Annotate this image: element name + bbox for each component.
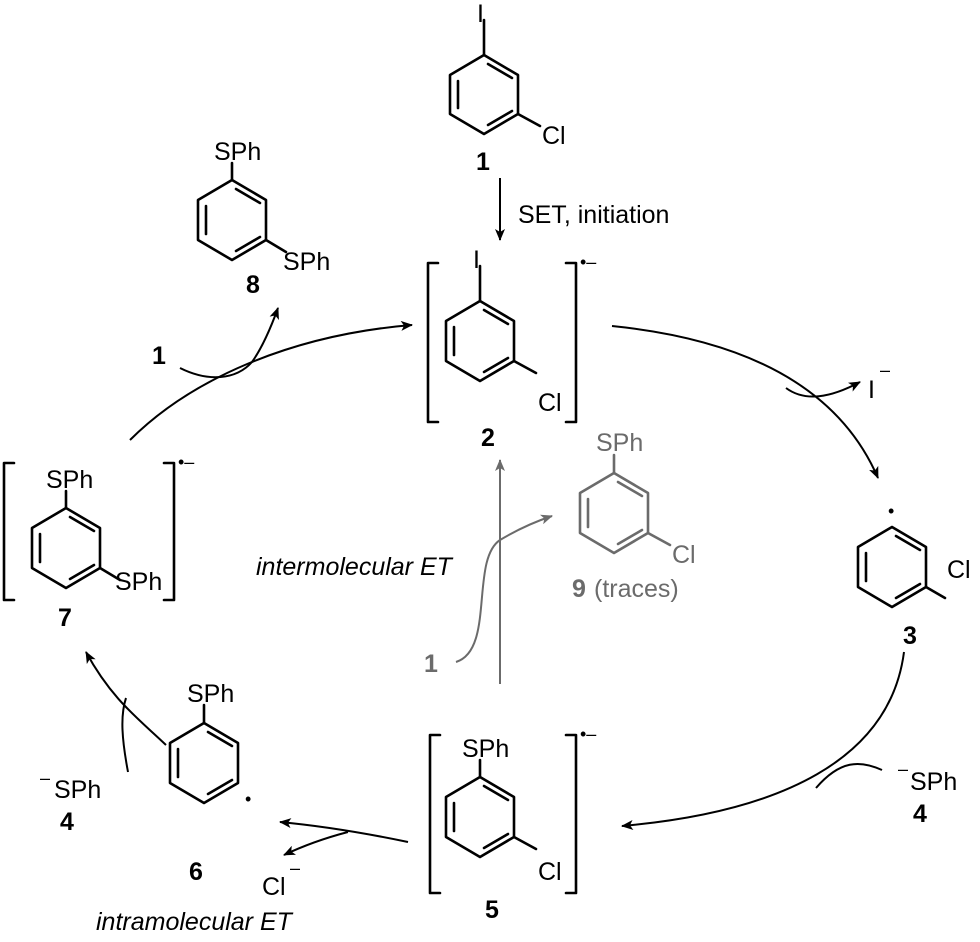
radical-anion-charge: •– (580, 252, 596, 272)
thiolate-label: SPh (54, 776, 101, 804)
traces-label: (traces) (594, 575, 679, 603)
compound-number-3: 3 (903, 622, 917, 650)
thioether-label: SPh (46, 466, 93, 494)
thioether-label: SPh (596, 429, 643, 457)
compound-number-1-minor: 1 (424, 650, 438, 678)
compound-8-structure (196, 161, 288, 262)
chain-propagation-arrow (129, 320, 413, 441)
compound-5-structure (428, 733, 578, 895)
thioether-label: SPh (187, 680, 234, 708)
chloride-charge: – (290, 858, 300, 878)
thiolate-entry-arrow (815, 762, 883, 789)
chloro-label: Cl (947, 556, 971, 584)
thiolate-charge: – (40, 768, 50, 788)
iodide-charge: – (880, 360, 890, 380)
iodo-label: I (477, 0, 484, 28)
iodo-label: I (473, 246, 480, 274)
chloro-label: Cl (538, 858, 562, 886)
compound-number-8: 8 (246, 271, 260, 299)
thiolate-label: SPh (910, 768, 957, 796)
radical-dot: • (245, 789, 251, 809)
byproduct-formation-arrow (455, 514, 553, 663)
compound-number-5: 5 (485, 896, 499, 924)
chloride-release-arrow (283, 831, 349, 856)
chloride-label: Cl (262, 873, 286, 901)
intermolecular-et-label: intermolecular ET (256, 553, 454, 581)
compound-number-4: 4 (913, 800, 927, 828)
iodide-release-arrow (785, 381, 861, 398)
compound-2-structure (426, 261, 578, 424)
compound-number-7: 7 (58, 604, 72, 632)
compound-number-2: 2 (481, 424, 495, 452)
iodide-label: I (868, 376, 875, 404)
chloro-label: Cl (672, 541, 696, 569)
intramolecular-et-label: intramolecular ET (96, 908, 294, 936)
radical-dot: • (888, 501, 894, 521)
compound-3-structure (856, 525, 947, 609)
compound-number-1-chain: 1 (152, 342, 166, 370)
fragmentation-arrow (611, 325, 879, 479)
thioether-label-2: SPh (283, 248, 330, 276)
chloro-label: Cl (538, 389, 562, 417)
compound-7-structure (2, 461, 176, 602)
compound-number-6: 6 (189, 858, 203, 886)
compound-number-1: 1 (476, 148, 490, 176)
radical-anion-charge: •– (178, 452, 194, 472)
initiation-label: SET, initiation (518, 201, 669, 229)
product-release-arrow (179, 307, 279, 379)
thiolate-charge: – (898, 759, 908, 779)
thioether-label: SPh (462, 735, 509, 763)
radical-anion-charge: •– (580, 724, 596, 744)
thioether-label: SPh (214, 138, 261, 166)
chloro-label: Cl (542, 122, 566, 150)
compound-number-4: 4 (60, 808, 74, 836)
compound-number-9: 9 (572, 575, 586, 603)
chloride-loss-arrow (279, 818, 409, 843)
second-thiolate-entry-arrow (121, 697, 129, 773)
compound-9-structure (578, 453, 672, 555)
thiolate-addition-arrow (621, 651, 905, 831)
compound-6-structure (168, 703, 240, 805)
second-thiolate-addition-arrow (85, 651, 167, 746)
compound-1-structure (448, 18, 542, 136)
thioether-label-2: SPh (115, 568, 162, 596)
